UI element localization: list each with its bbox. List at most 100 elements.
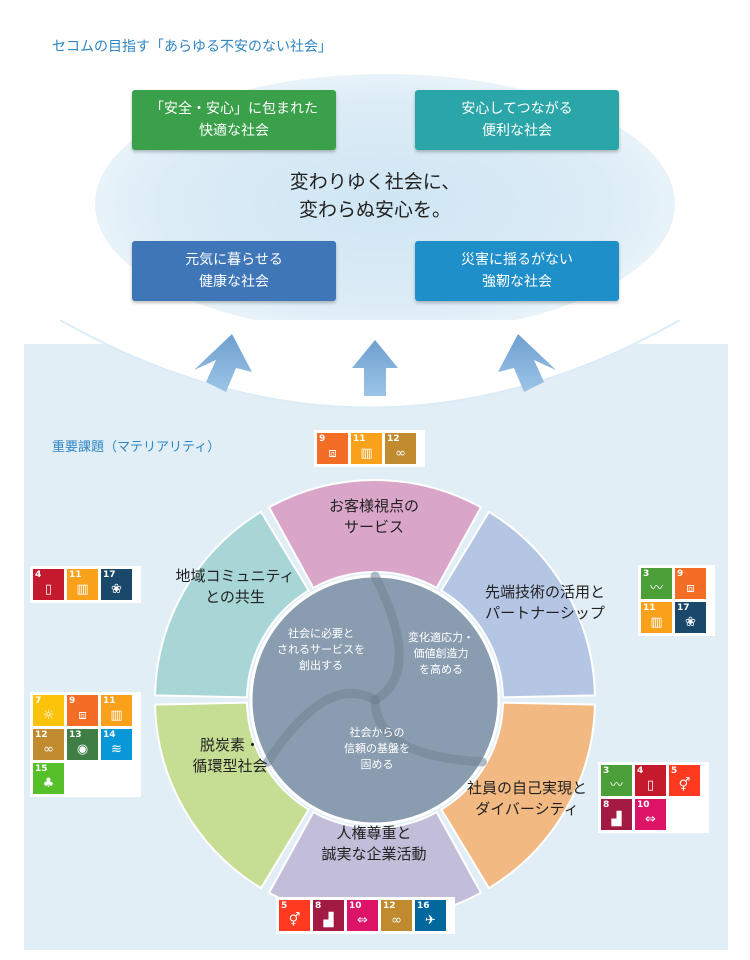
sdg-number: 17 [677,603,690,613]
sdg-number: 9 [677,569,684,579]
sdg-glyph: ⧈ [328,446,337,461]
petal-decarbonization [154,701,311,890]
up-arrow-center [352,340,398,396]
petal-label-line: との共生 [205,588,265,606]
sdg-number: 5 [671,766,678,776]
sdg-glyph: ▥ [110,708,123,723]
sdg-number: 15 [35,764,48,774]
sdg-glyph: ▟ [611,812,622,827]
petal-employee [439,701,596,890]
sdg-number: 5 [281,901,288,911]
sdg-icons-human-rights: 5⚥8▟10⇔12∞16✈ [276,897,455,934]
center-message-line: 変わらぬ安心を。 [298,199,451,221]
sdg-number: 11 [643,603,656,613]
petal-label-line: お客様視点の [328,497,419,515]
sdg-icons-community: 4▯ 11 ▥ 17 ❀ [30,566,141,603]
sdg-number: 11 [353,434,366,444]
sdg-glyph: ∞ [391,913,402,928]
sdg-number: 11 [69,570,82,580]
sdg-icons-decarbonization: 7☼9⧈11▥12∞13◉14≋15♣ [30,692,141,797]
petal-label-line: サービス [343,518,404,536]
sdg-goal-5-icon: 5⚥ [669,765,700,796]
sdg-glyph: ▥ [650,615,663,630]
petal-customer [267,479,483,590]
sdg-glyph: ⇔ [645,812,656,827]
sdg-number: 14 [103,730,116,740]
core-label-line: 変化適応力・ [408,631,474,644]
vision-box-line: 強靭な社会 [482,274,552,290]
petal-label-line: 社員の自己実現と [466,779,587,797]
sdg-goal-11-icon: 11▥ [101,695,132,726]
sdg-number: 8 [603,800,610,810]
sdg-goal-16-icon: 16✈ [415,900,446,931]
sdg-glyph: ✈ [425,913,436,928]
sdg-glyph: ⇔ [357,913,368,928]
core-label-line: 固める [360,758,394,771]
vision-box-healthy: 元気に暮らせる 健康な社会 [132,241,336,301]
sdg-glyph: 〰 [609,778,623,793]
sdg-goal-9-icon: 9⧈ [67,695,98,726]
sdg-number: 10 [637,800,650,810]
petal-label-line: 地域コミュニティ [175,567,295,585]
center-message-line: 変わりゆく社会に、 [289,171,461,193]
petal-label-human-rights: 人権尊重と 誠実な企業活動 [304,823,444,865]
sdg-glyph: ⚥ [678,778,691,793]
vision-box-line: 元気に暮らせる [185,252,283,268]
sdg-number: 10 [349,901,362,911]
sdg-glyph: ▟ [323,913,334,928]
sdg-glyph: ▥ [360,446,373,461]
sdg-goal-14-icon: 14 ≋ [101,729,132,760]
vision-box-comfortable: 「安全・安心」に包まれた 快適な社会 [132,90,336,150]
core-label-line: を高める [419,663,463,676]
sdg-goal-12-icon: 12 ∞ [381,900,412,931]
sdg-number: 4 [637,766,644,776]
sdg-glyph: ≋ [111,742,122,757]
sdg-number: 17 [103,570,116,580]
core-label-line: 社会に必要と [288,627,354,640]
sdg-goal-7-icon: 7☼ [33,695,64,726]
sdg-glyph: ❀ [111,582,122,597]
sdg-number: 9 [319,434,326,444]
sdg-goal-11-icon: 11 ▥ [351,433,382,464]
petal-label-line: 人権尊重と [336,824,412,842]
sdg-goal-8-icon: 8▟ [313,900,344,931]
sdg-icons-customer: 9⧈11▥12∞ [314,430,425,467]
core-swirl-divider [370,571,404,705]
sdg-number: 3 [603,766,610,776]
sdg-glyph: ▥ [76,582,89,597]
core-label-trust: 社会からの 信頼の基盤を 固める [322,725,432,773]
sdg-number: 12 [383,901,396,911]
core-label-create-services: 社会に必要と されるサービスを 創出する [266,626,376,674]
up-arrow-right [498,334,556,392]
sdg-goal-3-icon: 3〰 [641,568,672,599]
core-label-line: 創出する [299,659,343,672]
vision-box-line: 「安全・安心」に包まれた [150,101,318,117]
sdg-glyph: ◉ [76,742,89,757]
petal-label-line: パートナーシップ [485,604,605,622]
petal-label-decarbonization: 脱炭素・ 循環型社会 [170,735,290,777]
sdg-goal-4-icon: 4▯ [635,765,666,796]
vision-box-convenient: 安心してつながる 便利な社会 [415,90,619,150]
sdg-number: 3 [643,569,650,579]
sdg-goal-10-icon: 10 ⇔ [347,900,378,931]
vision-box-line: 健康な社会 [199,274,269,290]
petal-label-line: 脱炭素・ [199,736,260,754]
materiality-label: 重要課題（マテリアリティ） [52,440,221,455]
sdg-goal-4-icon: 4▯ [33,569,64,600]
sdg-number: 12 [35,730,48,740]
sdg-glyph: ☼ [42,708,55,723]
page-title: セコムの目指す「あらゆる不安のない社会」 [52,39,332,55]
sdg-goal-9-icon: 9⧈ [317,433,348,464]
sdg-glyph: ∞ [395,446,406,461]
petal-label-line: 循環型社会 [192,757,268,775]
sdg-number: 13 [69,730,82,740]
sdg-goal-11-icon: 11 ▥ [641,602,672,633]
sdg-glyph: ▯ [44,582,53,597]
sdg-number: 8 [315,901,322,911]
sdg-goal-15-icon: 15♣ [33,763,64,794]
sdg-glyph: 〰 [649,581,663,596]
core-swirl-divider [370,695,487,767]
sdg-goal-3-icon: 3〰 [601,765,632,796]
sdg-goal-17-icon: 17 ❀ [101,569,132,600]
